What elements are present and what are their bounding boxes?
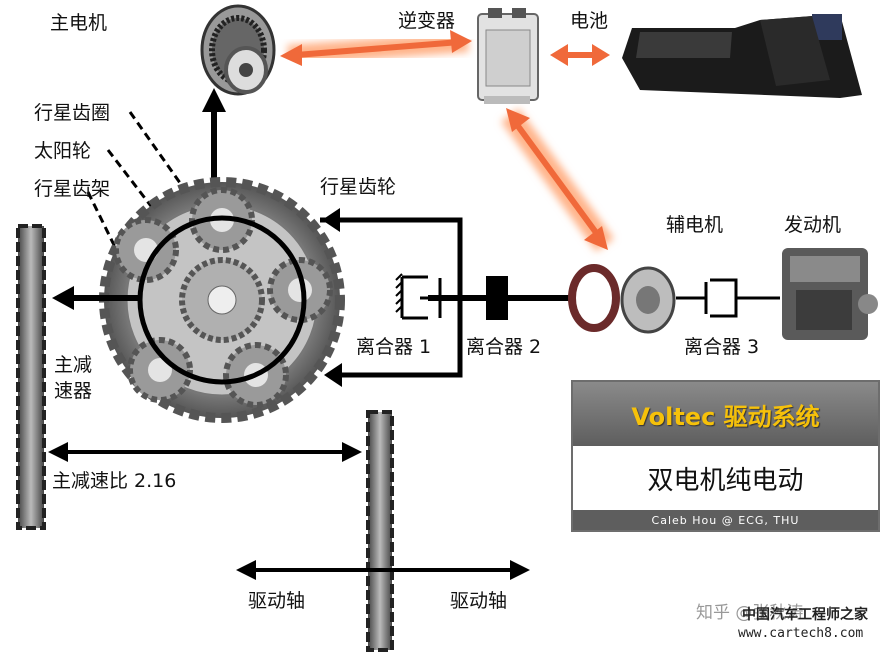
sun-gear-label: 太阳轮 [34, 140, 92, 162]
watermark-brand: 中国汽车工程师之家 [742, 607, 868, 623]
planetary-gearset [99, 177, 345, 423]
main-motor-image [200, 4, 276, 96]
arrow-inverter-aux-motor [501, 108, 614, 252]
final-drive-label-line1: 主减 [54, 354, 93, 376]
aux-motor-label: 辅电机 [666, 214, 724, 236]
clutch3-label: 离合器 3 [684, 336, 760, 358]
aux-motor-image [568, 264, 676, 334]
final-drive-gear-left [16, 224, 46, 530]
clutch2-label: 离合器 2 [466, 336, 542, 358]
battery-image [622, 14, 862, 98]
clutch3-symbol [676, 278, 780, 318]
ratio-arrow [48, 442, 362, 462]
voltec-header: Voltec 驱动系统 [573, 382, 878, 446]
voltec-title: Voltec 驱动系统 [631, 402, 820, 431]
inverter-image [477, 8, 539, 104]
final-drive-label-line2: 速器 [54, 380, 93, 402]
ring-gear-label: 行星齿圈 [34, 102, 111, 124]
watermark-text: 知乎 @张秋涛 [696, 603, 804, 623]
shaft-clutch-to-aux [428, 276, 575, 320]
battery-label: 电池 [570, 10, 609, 32]
final-drive-gear-right [366, 410, 394, 652]
voltec-info-box: Voltec 驱动系统 双电机纯电动 Caleb Hou @ ECG, THU [571, 380, 880, 532]
engine-image [782, 248, 878, 340]
engine-label: 发动机 [784, 214, 842, 236]
voltec-credit: Caleb Hou @ ECG, THU [573, 510, 878, 530]
driveshaft-right-label: 驱动轴 [450, 590, 508, 612]
inverter-label: 逆变器 [398, 10, 456, 32]
clutch1-label: 离合器 1 [356, 336, 432, 358]
carrier-label: 行星齿架 [34, 178, 111, 200]
arrow-inverter-battery [550, 44, 610, 66]
driveshaft-arrow [236, 560, 530, 580]
final-drive-ratio-label: 主减速比 2.16 [52, 470, 177, 492]
main-motor-label: 主电机 [50, 12, 108, 34]
arrow-motor-inverter [280, 30, 472, 66]
voltec-mode: 双电机纯电动 [647, 465, 804, 496]
planet-gear-label: 行星齿轮 [320, 176, 397, 198]
driveshaft-left-label: 驱动轴 [248, 590, 306, 612]
watermark-url: www.cartech8.com [738, 626, 864, 641]
clutch2-symbol [486, 276, 508, 320]
arrow-carrier-to-final-drive [52, 286, 140, 310]
